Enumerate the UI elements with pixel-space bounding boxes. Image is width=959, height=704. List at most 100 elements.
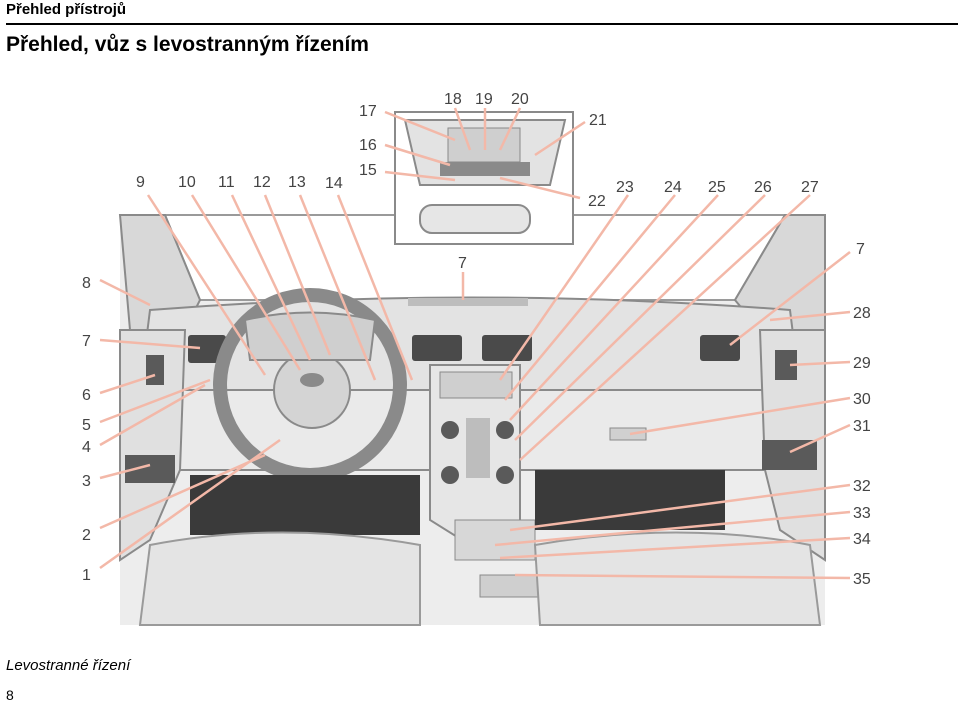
leader-20	[498, 107, 522, 151]
callout-30: 30	[853, 391, 871, 408]
callout-7c: 7	[856, 241, 865, 258]
callout-22: 22	[588, 193, 606, 210]
callout-6: 6	[82, 387, 91, 404]
leader-31	[789, 423, 851, 454]
defrost-slot	[408, 298, 528, 306]
right-inner-vent	[482, 335, 532, 361]
leader-33	[494, 510, 851, 547]
right-door-handle	[775, 350, 797, 380]
leader-13	[298, 194, 377, 381]
console-knob-br	[496, 466, 514, 484]
gear-lever-area	[454, 519, 536, 561]
leader-23	[498, 194, 630, 381]
callout-10: 10	[178, 174, 196, 191]
leader-7a	[99, 338, 201, 350]
leader-34	[499, 536, 851, 560]
left-footwell	[190, 475, 420, 535]
leader-7c	[729, 251, 851, 346]
leader-5	[99, 378, 211, 424]
leader-14	[336, 194, 414, 381]
leader-18	[453, 107, 472, 151]
steering-hub	[273, 351, 351, 429]
callout-31: 31	[853, 418, 871, 435]
leader-17	[384, 110, 456, 142]
inset-mirror	[419, 204, 531, 234]
leader-3	[99, 463, 151, 480]
leader-2	[99, 453, 266, 530]
callout-35: 35	[853, 571, 871, 588]
callout-27: 27	[801, 179, 819, 196]
callout-2: 2	[82, 527, 91, 544]
callout-32: 32	[853, 478, 871, 495]
leader-24	[504, 194, 676, 401]
dashboard-illustration: 1 2 3 4 5 6 7 8 9 10 11 12 13 14 15 16 1…	[0, 74, 959, 640]
callout-21: 21	[589, 112, 607, 129]
steering-logo	[300, 373, 324, 387]
left-outer-vent	[188, 335, 226, 363]
figure-caption: Levostranné řízení	[6, 657, 131, 674]
glovebox-handle	[609, 427, 647, 441]
callout-17: 17	[359, 103, 377, 120]
console-keypad	[466, 418, 490, 478]
leader-11	[230, 194, 312, 361]
leader-29	[789, 360, 851, 367]
callout-14: 14	[325, 175, 343, 192]
leader-16	[384, 143, 451, 167]
leader-26	[514, 194, 766, 441]
leader-21	[534, 120, 586, 157]
callout-7a: 7	[82, 333, 91, 350]
leader-8	[99, 278, 151, 307]
callout-16: 16	[359, 137, 377, 154]
leader-30	[629, 396, 851, 436]
leader-15	[384, 170, 456, 182]
console-knob-tl	[441, 421, 459, 439]
left-seat	[138, 531, 421, 626]
right-outer-vent	[700, 335, 740, 361]
callout-34: 34	[853, 531, 871, 548]
leader-25	[509, 194, 719, 421]
page-heading: Přehled, vůz s levostranným řízením	[6, 33, 369, 56]
callout-23: 23	[616, 179, 634, 196]
audio-display	[439, 371, 513, 399]
leader-28	[769, 310, 851, 322]
callout-11: 11	[218, 174, 235, 191]
callout-18: 18	[444, 91, 462, 108]
leader-lines	[99, 107, 851, 580]
callout-26: 26	[754, 179, 772, 196]
callout-28: 28	[853, 305, 871, 322]
callout-19: 19	[475, 91, 493, 108]
callout-13: 13	[288, 174, 306, 191]
page-number: 8	[6, 687, 14, 703]
leader-22	[499, 176, 581, 200]
callout-4: 4	[82, 439, 91, 456]
right-seat	[533, 531, 822, 626]
inset-button-row	[440, 162, 530, 176]
console-knob-bl	[441, 466, 459, 484]
leader-10	[190, 194, 302, 371]
left-door	[119, 329, 187, 562]
leader-4	[99, 383, 206, 447]
leader-12	[263, 194, 332, 356]
callout-33: 33	[853, 505, 871, 522]
leader-32	[509, 483, 851, 532]
console-knob-tr	[496, 421, 514, 439]
leader-27	[519, 194, 811, 461]
instrument-cluster	[243, 311, 377, 361]
leader-6	[99, 373, 156, 395]
left-door-handle	[146, 355, 164, 385]
left-inner-vent	[412, 335, 462, 361]
title-rule	[6, 23, 958, 25]
leader-35	[514, 573, 851, 580]
callout-1: 1	[82, 567, 91, 584]
right-footwell	[535, 470, 725, 530]
callout-3: 3	[82, 473, 91, 490]
callout-20: 20	[511, 91, 529, 108]
callout-7b: 7	[458, 255, 467, 272]
callout-24: 24	[664, 179, 682, 196]
callout-29: 29	[853, 355, 871, 372]
section-title: Přehled přístrojů	[6, 1, 127, 18]
callout-5: 5	[82, 417, 91, 434]
callout-8: 8	[82, 275, 91, 292]
callout-25: 25	[708, 179, 726, 196]
callout-15: 15	[359, 162, 377, 179]
